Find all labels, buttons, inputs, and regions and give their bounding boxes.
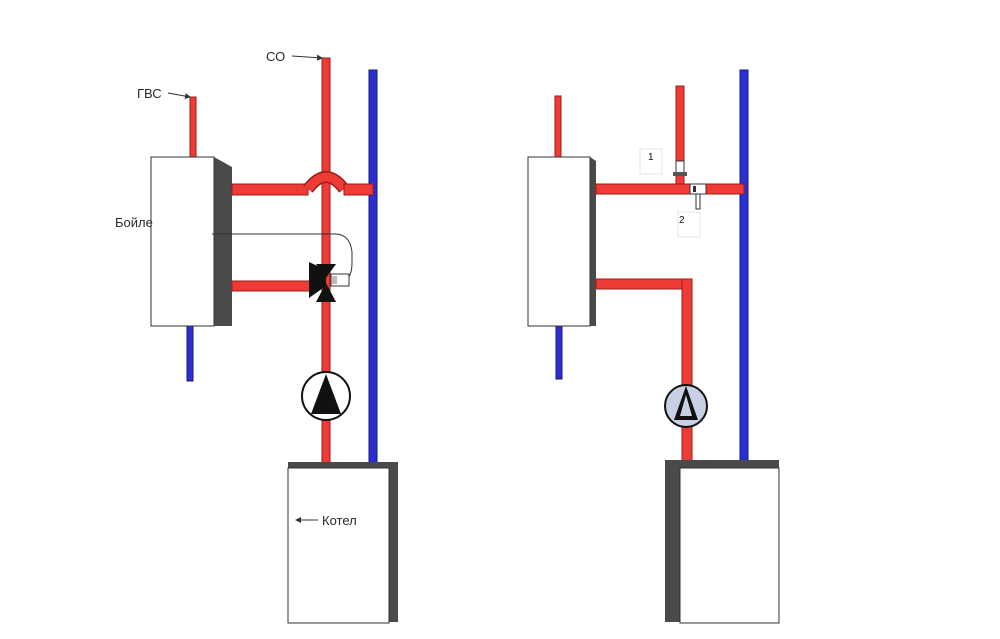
right-scheme: 1 2: [527, 69, 780, 624]
left-capillary-line: [212, 233, 353, 281]
right-upper-branch: [595, 183, 745, 195]
right-boiler-unit: [665, 460, 780, 624]
left-return-riser: [368, 69, 378, 465]
left-upper-branch: [231, 171, 374, 196]
left-pump-icon: [301, 371, 351, 421]
left-dhw-hot-pipe: [189, 96, 197, 160]
valve-2-icon: [689, 183, 707, 210]
boiler-tank-label: Бойле: [115, 215, 153, 230]
right-dhw-hot-pipe: [554, 95, 562, 159]
left-boiler-unit: [287, 462, 398, 624]
right-return-riser: [739, 69, 749, 465]
valve-1-tag: 1: [639, 148, 663, 175]
right-boiler-tank: [527, 156, 596, 327]
right-cold-inlet-pipe: [555, 321, 563, 380]
left-cold-inlet-pipe: [186, 321, 194, 382]
left-boiler-tank: [150, 156, 232, 327]
three-way-valve-icon: [309, 262, 350, 302]
valve-1-label: 1: [648, 152, 654, 163]
so-label-arrow: [291, 54, 323, 61]
gvs-label: ГВС: [137, 86, 162, 101]
kotel-label: Котел: [322, 513, 357, 528]
left-scheme: ГВС СО Бойле Котел: [115, 49, 398, 624]
right-pump-icon: [664, 384, 708, 428]
valve-1-icon: [673, 160, 687, 176]
valve-2-label: 2: [679, 215, 685, 226]
valve-2-tag: 2: [677, 211, 701, 238]
left-lower-branch: [231, 280, 313, 292]
right-lower-branch: [595, 278, 693, 465]
gvs-label-arrow: [167, 92, 191, 100]
so-label: СО: [266, 49, 285, 64]
